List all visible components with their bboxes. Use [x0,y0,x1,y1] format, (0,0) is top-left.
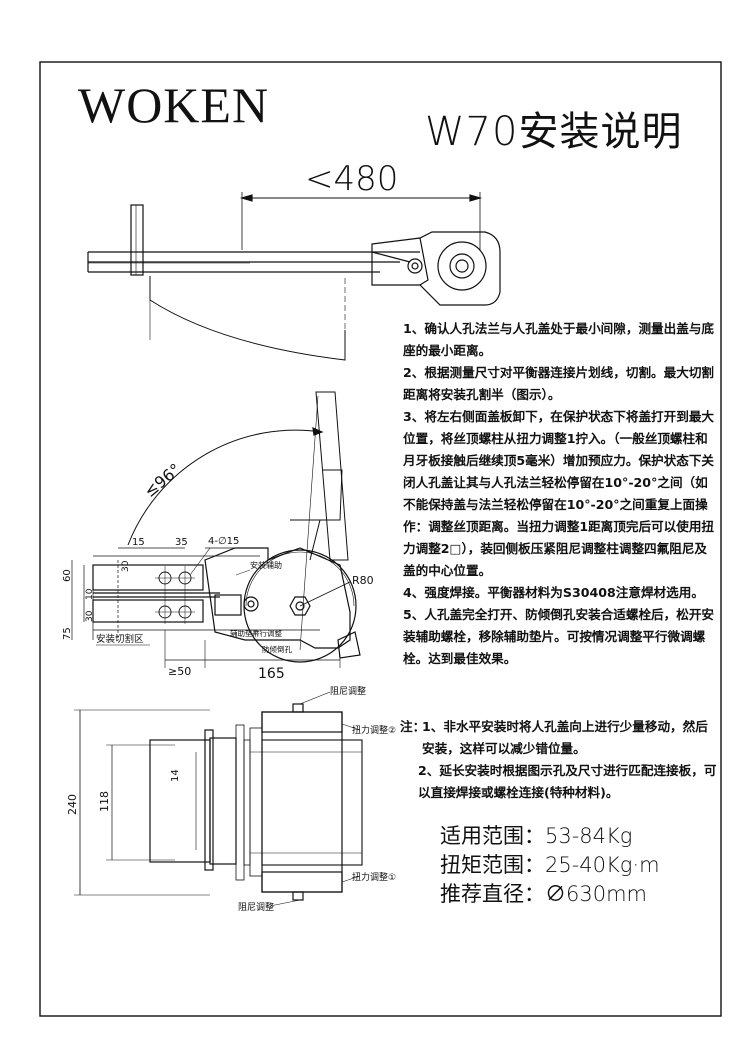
dim-10-label: 10 [85,588,95,600]
installation-steps: 1、确认人孔法兰与人孔盖处于最小间隙，测量出盖与底座的最小距离。 2、根据测量尺… [403,318,715,670]
dim-50-label: ≥50 [168,665,191,678]
dim-240-label: 240 [66,794,79,815]
dim-75-label: 75 [62,627,73,640]
top-view-drawing: <480 [87,159,501,361]
dim-480-label: <480 [305,159,398,199]
notes-prefix: 注： [400,719,426,734]
holes-label: 4-∅15 [208,536,239,547]
label-cut-zone: 安装切割区 [96,633,144,645]
step-item: 3、将左右侧面盖板卸下，在保护状态下将盖打开到最大位置，将丝顶螺柱从扭力调整1拧… [403,409,715,578]
front-view-drawing: 240 118 14 阻尼调整 扭力调整② 扭力调整① 阻尼调整 [66,685,396,913]
dim-30b-label: 30 [121,560,131,572]
dim-60-label: 60 [62,569,73,582]
label-torque-top: 扭力调整② [352,724,396,736]
step-item: 1、确认人孔法兰与人孔盖处于最小间隙，测量出盖与底座的最小距离。 [403,321,715,358]
label-level: 平行调整 [252,628,282,638]
step-item: 2、根据测量尺寸对平衡器连接片划线，切割。最大切割距离将安装孔割半（图示）。 [403,365,715,402]
page-title: W70安装说明 [425,109,683,155]
dim-118-label: 118 [98,791,111,812]
spec-item: 适用范围：53-84Kg [440,824,633,848]
sheet-border [39,61,722,1017]
label-antitip: 防倾倒孔 [262,644,292,654]
brand-logo-text: WOKEN [78,77,270,133]
r80-label: R80 [352,574,374,587]
dim-14-label: 14 [170,769,181,782]
note-item: 2、延长安装时根据图示孔及尺寸进行匹配连接板，可以直接焊接或螺栓连接(特种材料)… [418,763,717,800]
label-damp-top: 阻尼调整 [330,685,366,697]
label-torque-bottom: 扭力调整① [352,871,396,883]
dim-15-label: 15 [132,537,145,548]
label-aux-bolt: 安装辅助 [250,560,282,570]
label-damp-bottom: 阻尼调整 [238,901,274,913]
notes-block: 注： 1、非水平安装时将人孔盖向上进行少量移动，然后安装，这样可以减少错位量。 … [400,716,720,804]
side-view-drawing: ≤96° [62,391,374,682]
step-item: 4、强度焊接。平衡器材料为S30408注意焊材选用。 [403,585,704,600]
step-item: 5、人孔盖完全打开、防倾倒孔安装合适螺栓后，松开安装辅助螺栓，移除辅助垫片。可按… [403,607,715,666]
label-aux-pad: 辅助垫片 [230,628,260,638]
spec-item: 扭矩范围：25-40Kg·m [440,853,660,877]
angle-label: ≤96° [140,460,184,501]
spec-list: 适用范围：53-84Kg 扭矩范围：25-40Kg·m 推荐直径：∅630mm [440,822,660,909]
dim-165-label: 165 [258,666,285,682]
spec-item: 推荐直径：∅630mm [440,882,647,906]
note-item: 1、非水平安装时将人孔盖向上进行少量移动，然后安装，这样可以减少错位量。 [422,719,708,756]
dim-30a-label: 30 [85,610,95,622]
dim-35-label: 35 [175,537,188,548]
